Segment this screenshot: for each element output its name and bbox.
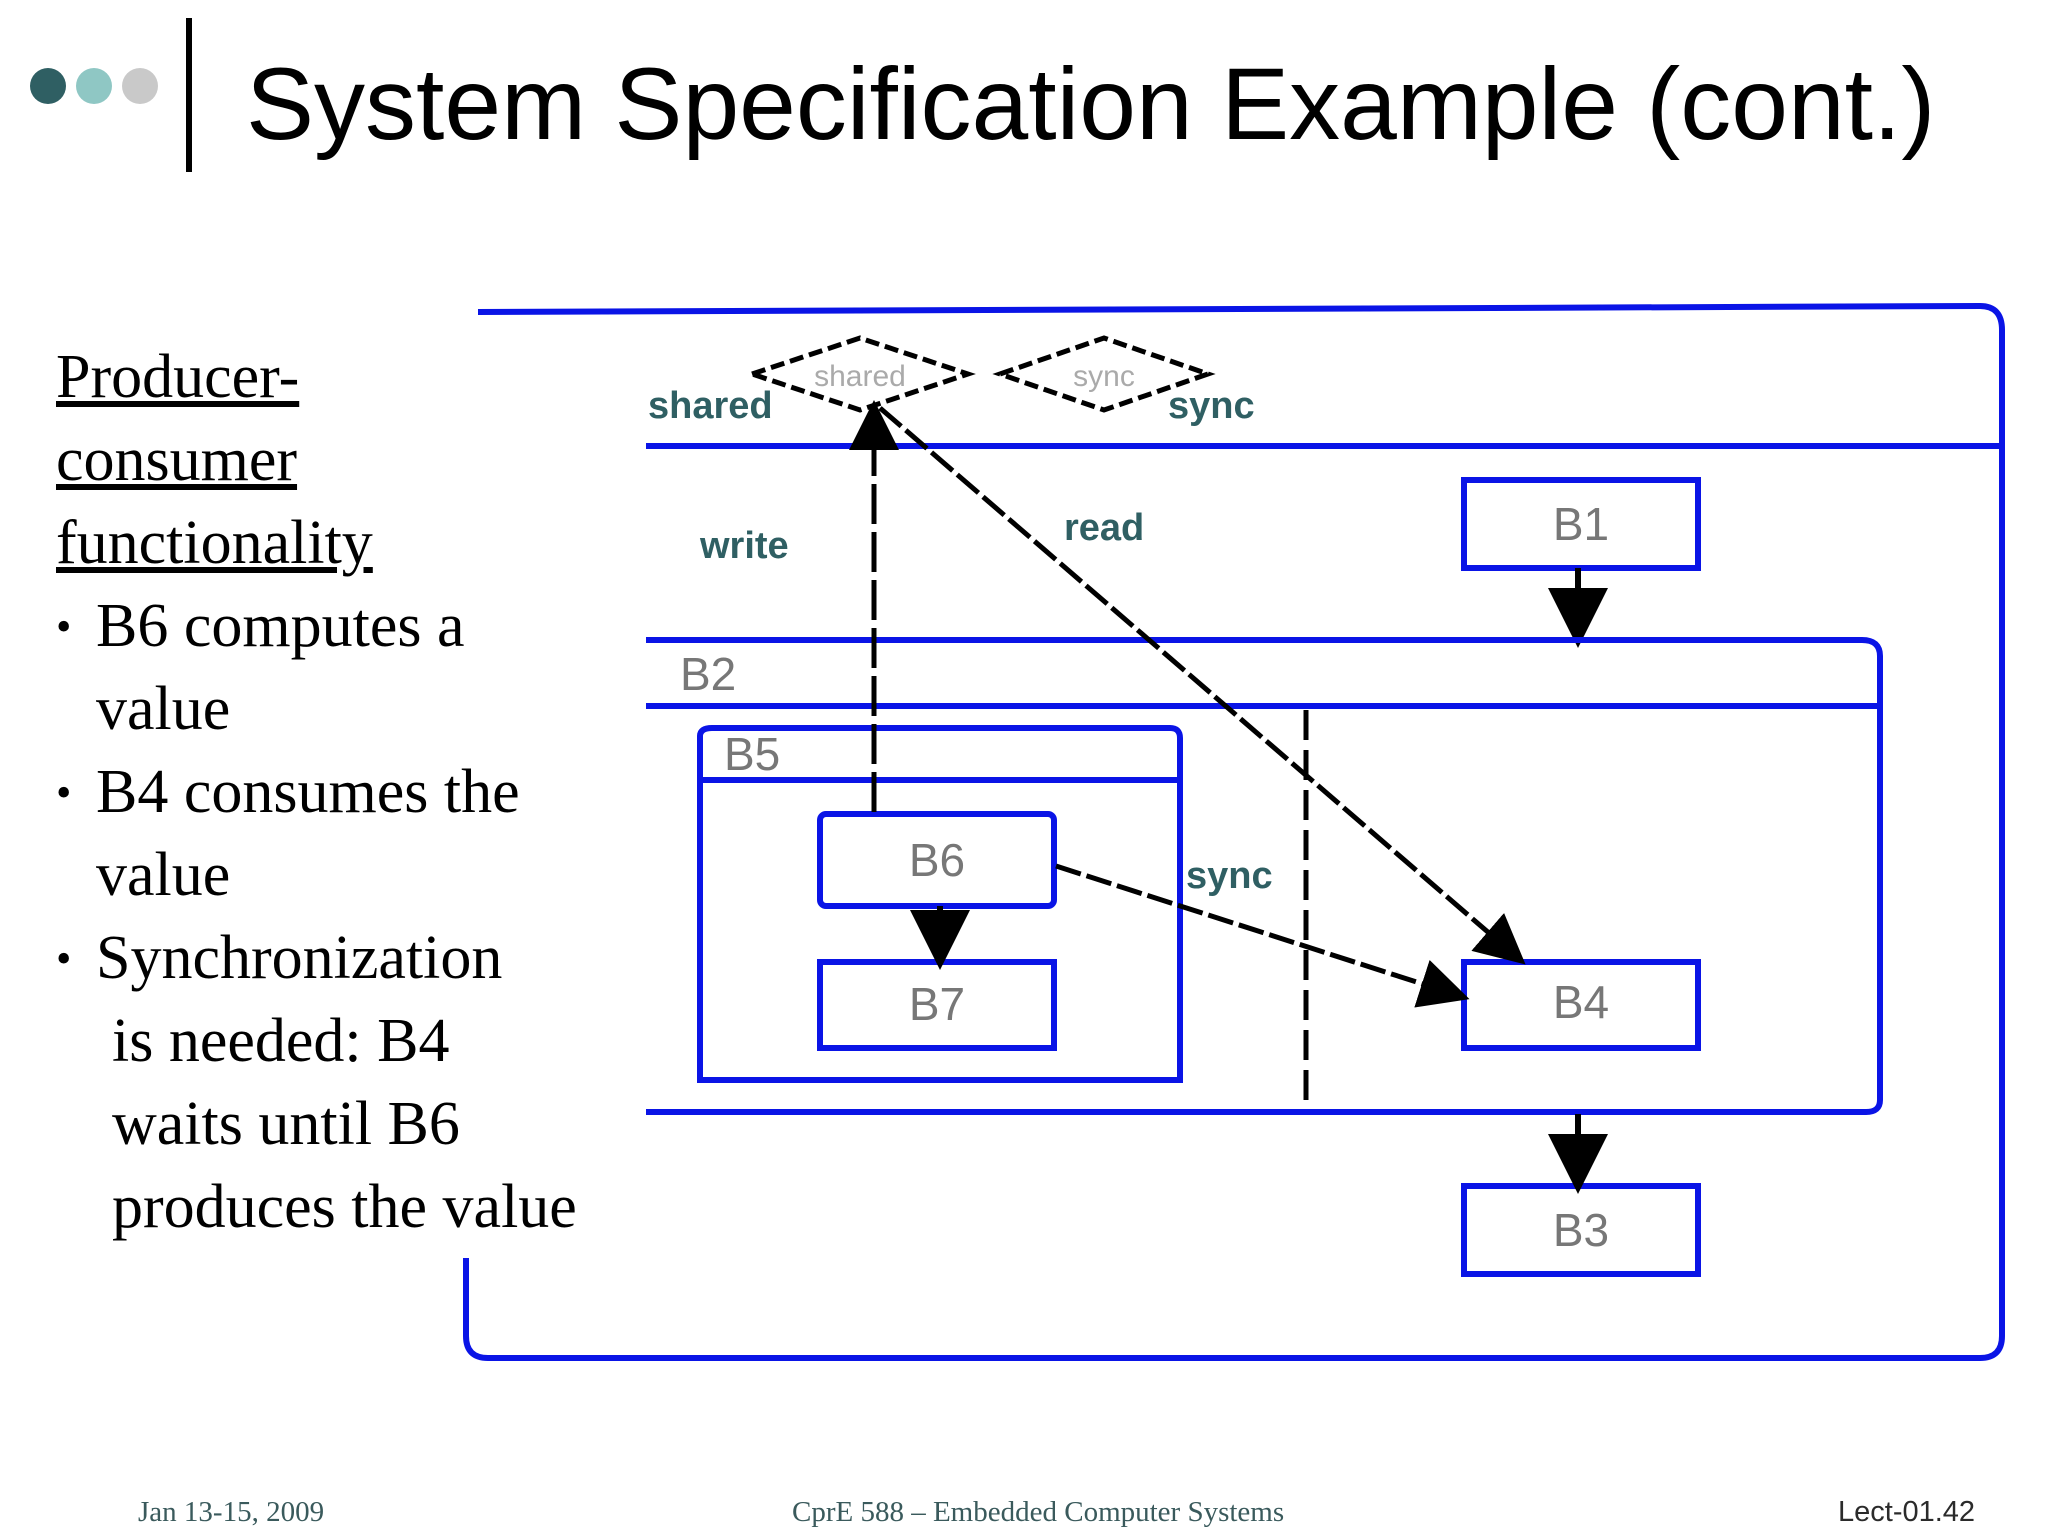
- heading: Producer- consumer functionality: [56, 343, 373, 577]
- outer-block: [463, 302, 2005, 1361]
- read-label: read: [1064, 507, 1144, 549]
- dot-gray: [122, 68, 158, 104]
- title-divider: [186, 18, 192, 172]
- title-dots: [30, 68, 158, 104]
- sync-edge-label: sync: [1186, 855, 1273, 897]
- shared-variable: shared: [744, 335, 976, 413]
- sync-diamond-text: sync: [1073, 360, 1135, 393]
- footer-date: Jan 13-15, 2009: [138, 1496, 325, 1528]
- footer-course: CprE 588 – Embedded Computer Systems: [792, 1496, 1285, 1528]
- read-arrow: [878, 406, 1526, 965]
- block-b5-label: B5: [724, 728, 780, 780]
- shared-label: shared: [648, 385, 773, 427]
- bullet-b6: • B6 computes a value: [56, 592, 465, 743]
- block-b4-label: B4: [1553, 976, 1609, 1028]
- footer-lecture: Lect-01.42: [1838, 1496, 1976, 1528]
- write-label: write: [699, 525, 789, 567]
- block-b1-label: B1: [1553, 498, 1609, 550]
- block-b5: [697, 725, 1183, 1083]
- dot-dark: [30, 68, 66, 104]
- block-b6-label: B6: [909, 834, 965, 886]
- dot-light: [76, 68, 112, 104]
- block-b7-label: B7: [909, 978, 965, 1030]
- sync-variable: sync: [992, 335, 1216, 413]
- shared-diamond-text: shared: [814, 360, 906, 393]
- sync-arrow: [1055, 863, 1470, 1008]
- bullet-sync: • Synchronization is needed: B4 waits un…: [56, 924, 577, 1241]
- block-b2-label: B2: [680, 648, 736, 700]
- slide-title: System Specification Example (cont.): [246, 47, 1936, 161]
- sync-var-label: sync: [1168, 385, 1255, 427]
- description-text: Producer- consumer functionality • B6 co…: [56, 336, 656, 1249]
- block-b2: [646, 637, 1883, 1115]
- bullet-b4: • B4 consumes the value: [56, 758, 520, 909]
- block-b3-label: B3: [1553, 1204, 1609, 1256]
